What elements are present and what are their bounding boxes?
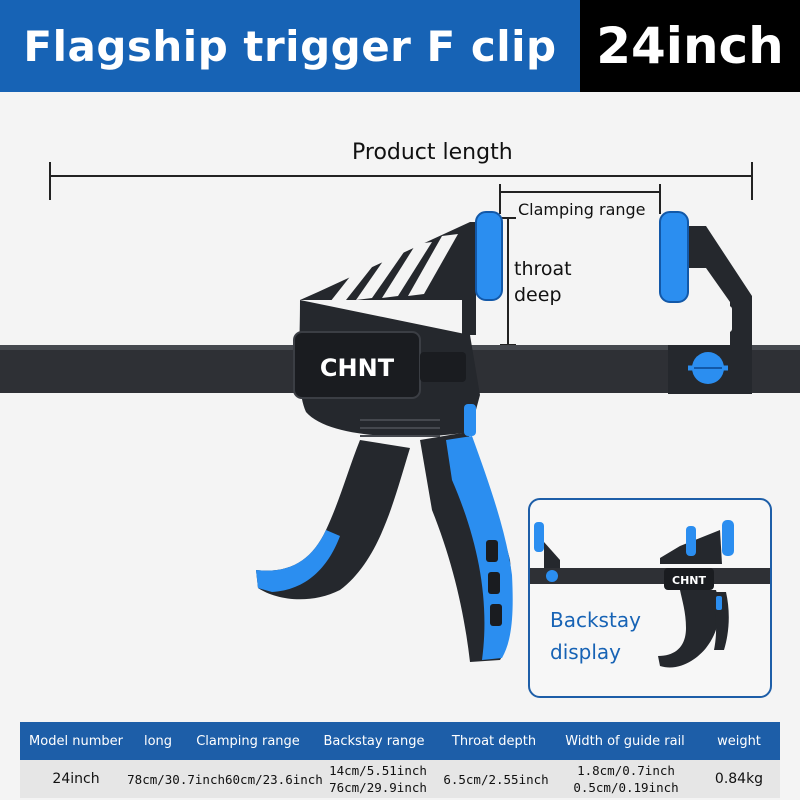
throat-depth-label: throat deep [514,256,594,308]
cell-model: 24inch [52,770,100,787]
grip-ribs [360,419,440,437]
product-length-label: Product length [352,140,513,165]
trigger-jaw-body [300,222,476,335]
backstay-diagram: CHNT [530,520,770,668]
backstay-inset: CHNT Backstay display [528,498,772,698]
product-size: 24inch [596,17,784,75]
throat-label-line2: deep [514,284,562,306]
clamp-diagram: CHNT [0,162,800,662]
cell-rail-1: 1.8cm/0.7inch [577,763,675,778]
product-title: Flagship trigger F clip [23,21,557,71]
header-model-number: Model number [29,733,123,749]
brand-logo: CHNT [320,354,395,382]
spec-table: Model number long Clamping range Backsta… [20,722,780,798]
header-throat-depth: Throat depth [451,733,537,749]
header-rail-width: Width of guide rail [565,733,685,749]
cell-rail-2: 0.5cm/0.19inch [573,780,679,795]
header-backstay-range: Backstay range [323,733,425,749]
backstay-label-line2: display [550,640,622,664]
cell-throat: 6.5cm/2.55inch [443,771,549,787]
header-weight: weight [717,733,761,749]
handle-slots [486,540,502,626]
backstay-label-line1: Backstay [550,608,641,632]
cell-rail: 1.8cm/0.7inch 0.5cm/0.19inch [554,760,698,798]
cell-backstay-2: 76cm/29.9inch [329,780,427,795]
cell-backstay-1: 14cm/5.51inch [329,763,427,778]
cell-long: 78cm/30.7inch [127,771,225,787]
size-banner: 24inch [580,0,800,92]
cell-backstay: 14cm/5.51inch 76cm/29.9inch [318,760,438,798]
cell-clamping: 60cm/23.6inch [225,771,323,787]
right-clamp-pad [659,211,689,303]
product-length-dimension [49,162,753,200]
release-knob [464,404,476,436]
cell-weight: 0.84kg [714,770,764,787]
clamping-range-dimension [499,184,661,214]
left-clamp-pad [475,211,503,301]
backstay-label: Backstay display [550,604,660,668]
header-long: long [143,733,173,749]
inset-brand-logo: CHNT [672,574,706,587]
spec-table-header: Model number long Clamping range Backsta… [20,722,780,760]
trigger [256,440,410,600]
title-banner: Flagship trigger F clip [0,0,580,92]
header-clamping-range: Clamping range [196,733,300,749]
jaw-slots [330,234,458,302]
throat-label-line1: throat [514,258,572,280]
clamping-range-label: Clamping range [516,200,648,219]
